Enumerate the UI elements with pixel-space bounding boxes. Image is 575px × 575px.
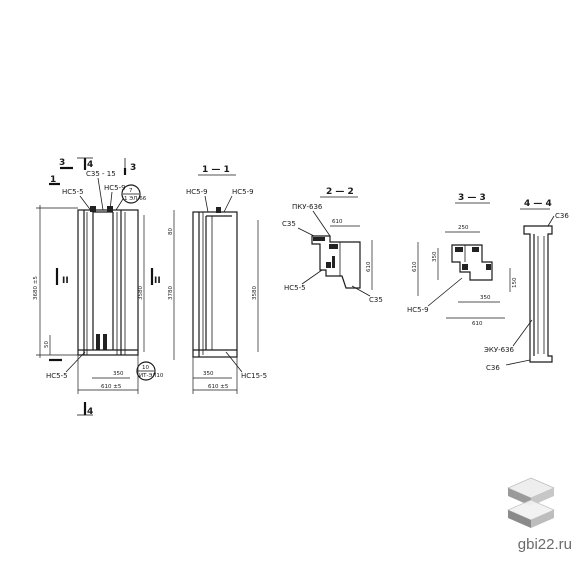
section-marker-label: 4: [87, 160, 93, 170]
callout-top-sub: 1 ЭЛ-66: [124, 196, 147, 202]
section-3-profile: [451, 244, 493, 281]
dim-bottom-inner: 350: [203, 371, 214, 377]
dim-top: 250: [458, 225, 469, 231]
callout-top-num: 7: [129, 188, 133, 194]
dim-left: 610: [412, 261, 418, 272]
section-2-profile: [311, 235, 361, 289]
tag-right: НС5-9: [232, 188, 254, 196]
dim-height-right: 3580: [252, 286, 258, 300]
tag-bottom: С36: [486, 364, 500, 372]
section-marker-label: 3: [130, 163, 136, 173]
dim-right: 150: [512, 277, 518, 288]
section-4-title: 4 — 4: [524, 199, 552, 209]
dim-bottom-small: 50: [44, 341, 50, 348]
section-marker-label: 4: [87, 407, 93, 417]
section-marker-4-top: 4: [77, 157, 93, 170]
dim-height-right: 3580: [138, 286, 144, 300]
section-marker-3-right: 3: [123, 158, 136, 175]
dim-bottom-total: 610: [472, 321, 483, 327]
gbi-logo-icon: [506, 477, 556, 528]
dim-top: 610: [332, 219, 343, 225]
callout-circle-bottom: [136, 361, 156, 381]
section-3-title: 3 — 3: [458, 193, 486, 203]
tag-top: С36: [555, 212, 569, 220]
marker-II-right: II: [154, 276, 161, 286]
section-marker-label: 1: [50, 175, 56, 185]
tag-ns5-9-top: НС5-9: [104, 184, 126, 192]
tag-ns5-5-bottom: НС5-5: [46, 372, 68, 380]
section-1-outline: [192, 211, 238, 358]
tag-middle: ЭКУ-636: [484, 346, 515, 354]
dim-bottom-total: 610 ±5: [101, 384, 122, 390]
dim-height-left: 3780: [168, 286, 174, 300]
watermark-text: gbi22.ru: [517, 536, 572, 553]
tag-top: ПКУ-636: [292, 203, 323, 211]
callout-bottom-sub: ИТ-ЭЛ10: [139, 373, 164, 379]
tag-left: НС5-9: [186, 188, 208, 196]
section-2-2: 2 — 2 ПКУ-636 С35 610 610 НС5-5 С35: [282, 187, 383, 304]
section-1-1: 1 — 1 НС5-9 НС5-9 80 3780 3580 350 610 ±…: [168, 165, 267, 394]
marker-II-left: II: [62, 276, 69, 286]
section-4-profile: [523, 225, 553, 363]
tag-right-bottom: С35: [369, 296, 383, 304]
section-3-3: 3 — 3 250 610 350 150 350 610 НС5-9: [407, 193, 518, 327]
dim-bottom-total: 610 ±5: [208, 384, 229, 390]
tag-left: С35: [282, 220, 296, 228]
section-4-4: 4 — 4 С36 ЭКУ-636 С36: [484, 199, 569, 372]
dim-bottom-inner: 350: [113, 371, 124, 377]
section-marker-label: 3: [59, 158, 65, 168]
tag-bottom: НС15-5: [241, 372, 267, 380]
dim-height-left: 3680 ±5: [33, 276, 39, 300]
tag-bottom: НС5-9: [407, 306, 429, 314]
dim-top: 80: [168, 228, 174, 235]
callout-circle-top: [121, 184, 141, 204]
dim-inner: 350: [432, 251, 438, 262]
callout-bottom-num: 10: [142, 365, 149, 371]
section-marker-1-left: 1: [49, 175, 60, 186]
tag-ns5-5-top: НС5-5: [62, 188, 84, 196]
section-1-title: 1 — 1: [202, 165, 230, 175]
dim-right: 610: [366, 261, 372, 272]
section-2-title: 2 — 2: [326, 187, 354, 197]
elevation-view: 3 4 3 1 НС5-5 С35 - 15 НС5-9 7 1 ЭЛ-66: [33, 157, 164, 417]
tag-c35-15: С35 - 15: [86, 170, 116, 178]
dim-bottom-inner: 350: [480, 295, 491, 301]
section-marker-4-bottom: 4: [77, 402, 93, 417]
tag-left-bottom: НС5-5: [284, 284, 306, 292]
section-marker-3-left: 3: [59, 158, 73, 170]
